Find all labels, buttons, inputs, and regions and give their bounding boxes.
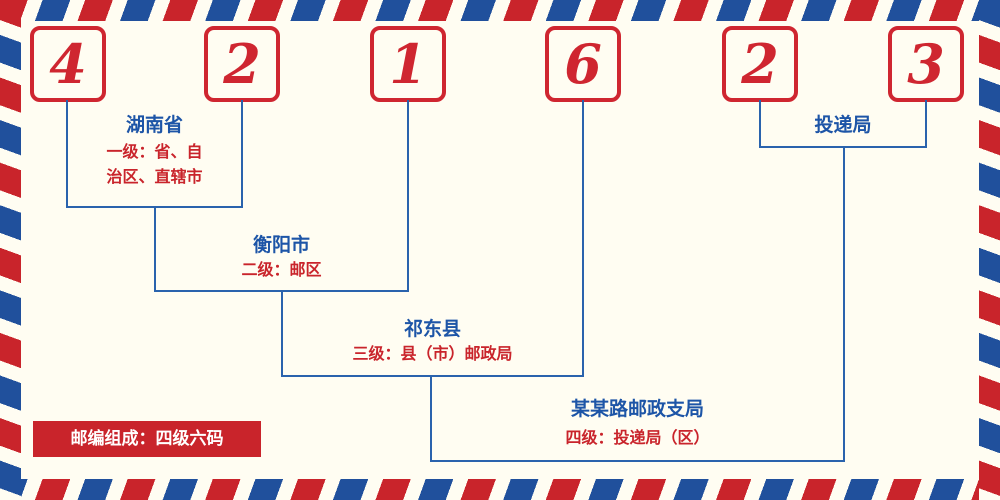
digit-box-4: 6: [545, 26, 621, 102]
connector-line-branch-bracket: [430, 460, 845, 462]
label-province-desc: 一级：省、自 治区、直辖市: [106, 142, 203, 186]
connector-line-county-tail: [430, 375, 432, 462]
connector-line-digit2-down: [241, 100, 243, 206]
digit-box-5: 2: [722, 26, 798, 102]
digit-2: 2: [223, 32, 261, 96]
connector-line-digit3-down: [407, 100, 409, 290]
connector-line-digit6-down: [925, 100, 927, 146]
label-province-name: 湖南省: [125, 114, 183, 136]
digit-1: 4: [49, 32, 87, 96]
digit-4: 6: [564, 32, 602, 96]
digit-box-1: 4: [30, 26, 106, 102]
airmail-border-left: [0, 0, 21, 500]
label-delivery-name: 投递局: [814, 114, 872, 136]
label-county-name: 祁东县: [403, 318, 461, 340]
connector-line-province-tail: [154, 206, 156, 290]
connector-line-county-bracket: [281, 375, 584, 377]
label-city-name: 衡阳市: [252, 234, 310, 256]
digit-3: 1: [389, 32, 427, 96]
label-branch-desc: 四级：投递局（区）: [565, 428, 710, 447]
connector-line-digit5-down: [759, 100, 761, 146]
label-city-desc: 二级：邮区: [241, 260, 322, 279]
airmail-border-right: [979, 0, 1000, 500]
airmail-border-bottom: [0, 479, 1000, 500]
footer-badge: 邮编组成：四级六码: [33, 421, 261, 457]
connector-line-digit4-down: [582, 100, 584, 375]
connector-line-digit1-down: [66, 100, 68, 206]
connector-line-delivery-tail: [843, 146, 845, 462]
airmail-border-top: [0, 0, 1000, 21]
digit-5: 2: [741, 32, 779, 96]
label-branch-name: 某某路邮政支局: [570, 398, 704, 420]
digit-box-6: 3: [888, 26, 964, 102]
digit-box-3: 1: [370, 26, 446, 102]
digit-box-2: 2: [204, 26, 280, 102]
digit-6: 3: [907, 32, 945, 96]
connector-line-city-tail: [281, 290, 283, 375]
label-county-desc: 三级：县（市）邮政局: [352, 344, 513, 363]
